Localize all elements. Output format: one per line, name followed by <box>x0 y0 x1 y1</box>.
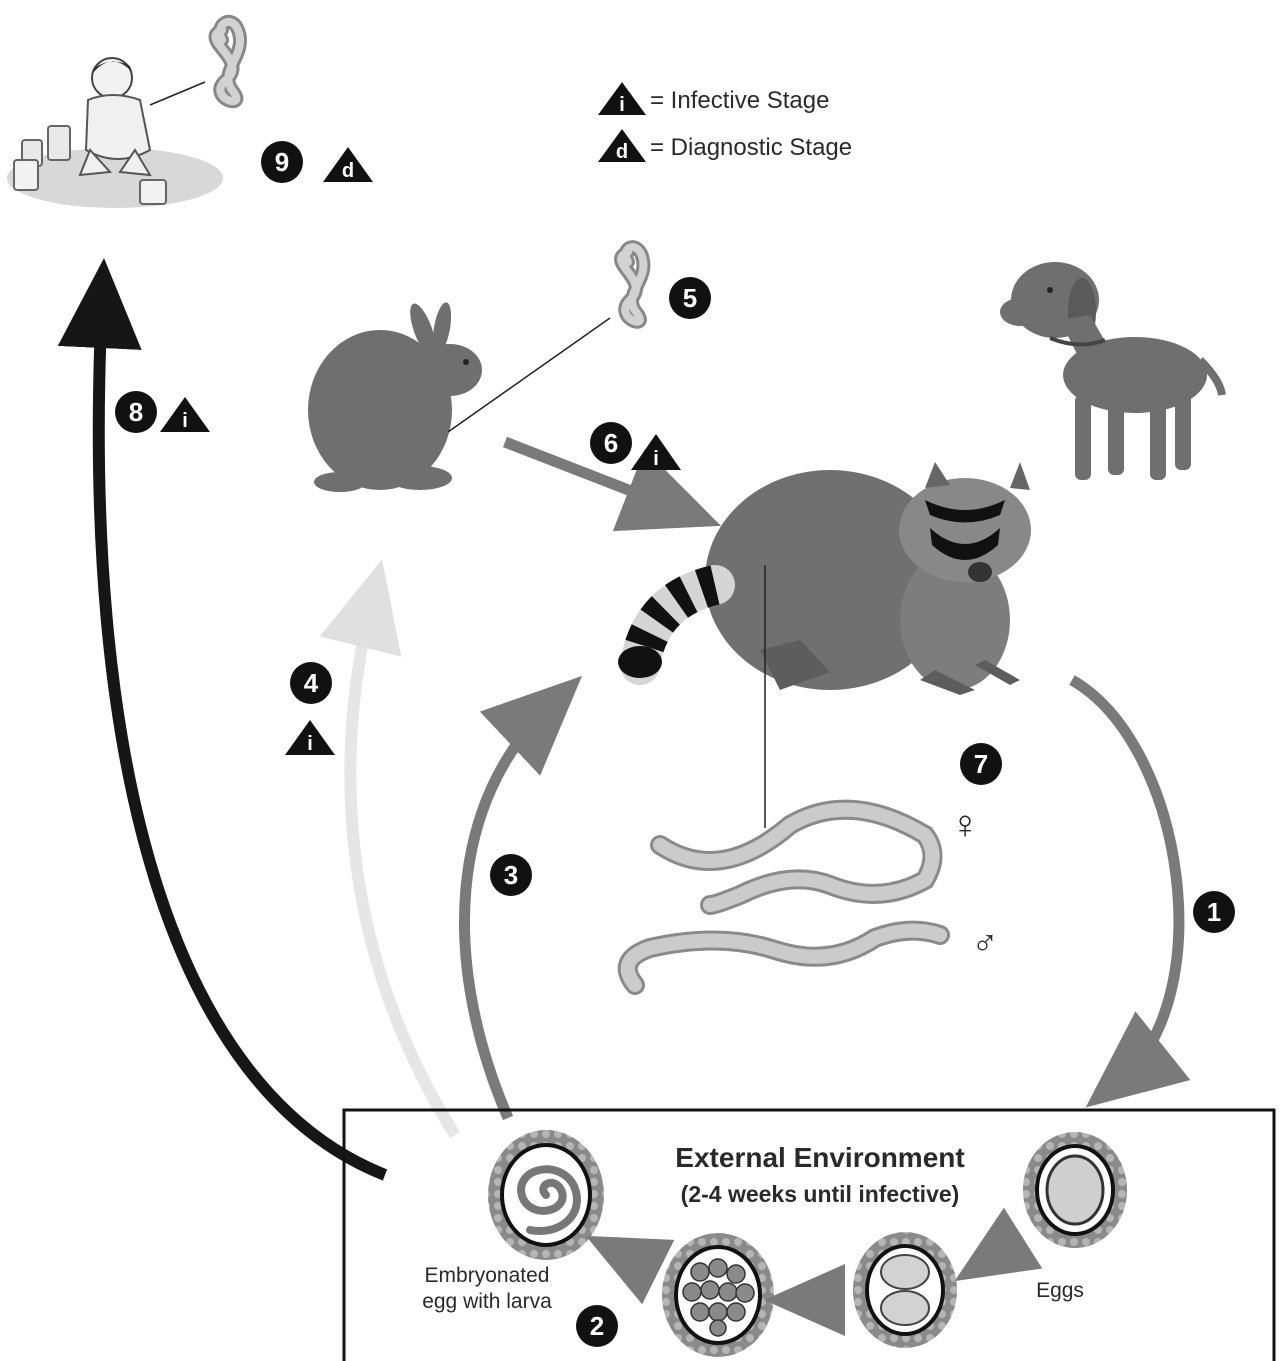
environment-title: External Environment <box>675 1142 964 1173</box>
step-8-badge: 8 <box>115 391 157 433</box>
egg-icon <box>662 1233 774 1357</box>
step-4-badge: 4 <box>290 662 332 704</box>
svg-text:i: i <box>653 448 659 470</box>
female-worm-icon <box>660 810 933 905</box>
svg-text:d: d <box>616 141 628 163</box>
external-environment-box: External Environment (2-4 weeks until in… <box>344 1110 1274 1361</box>
svg-text:3: 3 <box>504 860 518 890</box>
worm-icon <box>216 22 241 101</box>
step-9-badge: 9 <box>261 141 303 183</box>
svg-text:8: 8 <box>129 397 143 427</box>
arrow-egg-dev-3 <box>618 1252 650 1268</box>
diagnostic-stage-icon: d <box>323 147 373 182</box>
step-1-badge: 1 <box>1193 891 1235 933</box>
embryonated-label-line2: egg with larva <box>422 1290 552 1313</box>
legend: i = Infective Stage d = Diagnostic Stage <box>598 82 852 163</box>
step-6-badge: 6 <box>590 422 632 464</box>
male-worm-icon <box>628 931 940 985</box>
arrow-step-1 <box>1072 680 1179 1080</box>
diagnostic-stage-icon: d <box>598 129 646 163</box>
svg-text:6: 6 <box>604 428 618 458</box>
svg-text:7: 7 <box>974 749 988 779</box>
raccoon-icon <box>618 462 1031 695</box>
egg-icon <box>1023 1132 1127 1248</box>
legend-infective-label: = Infective Stage <box>650 87 829 114</box>
legend-diagnostic-label: = Diagnostic Stage <box>650 134 852 161</box>
eggs-label: Eggs <box>1036 1279 1084 1302</box>
svg-text:4: 4 <box>304 668 319 698</box>
environment-subtitle: (2-4 weeks until infective) <box>681 1181 960 1207</box>
infective-stage-icon: i <box>598 82 646 116</box>
female-symbol: ♀ <box>950 803 980 847</box>
infective-stage-icon: i <box>631 434 681 470</box>
child-playing-icon <box>7 22 240 208</box>
egg-icon <box>853 1232 957 1348</box>
embryonated-egg-icon <box>488 1130 604 1260</box>
infective-stage-icon: i <box>285 720 335 755</box>
male-symbol: ♂ <box>972 922 999 963</box>
svg-text:d: d <box>342 160 354 182</box>
embryonated-label-line1: Embryonated <box>425 1264 550 1287</box>
svg-text:1: 1 <box>1207 897 1221 927</box>
infective-stage-icon: i <box>160 397 210 432</box>
dog-icon <box>1000 262 1222 480</box>
step-5-badge: 5 <box>669 277 711 319</box>
arrow-egg-dev-1 <box>985 1240 1020 1262</box>
rabbit-icon <box>308 301 482 492</box>
svg-text:2: 2 <box>590 1311 604 1341</box>
arrow-step-3 <box>464 706 550 1118</box>
svg-text:i: i <box>182 410 188 432</box>
svg-text:5: 5 <box>683 283 697 313</box>
svg-text:i: i <box>307 733 313 755</box>
worm-icon <box>621 247 643 322</box>
step-3-badge: 3 <box>490 854 532 896</box>
step-7-badge: 7 <box>960 743 1002 785</box>
raccoon-tail <box>618 585 715 678</box>
svg-text:i: i <box>619 94 625 116</box>
step-2-badge: 2 <box>576 1305 618 1347</box>
svg-text:9: 9 <box>275 147 289 177</box>
arrow-step-4 <box>350 600 455 1135</box>
